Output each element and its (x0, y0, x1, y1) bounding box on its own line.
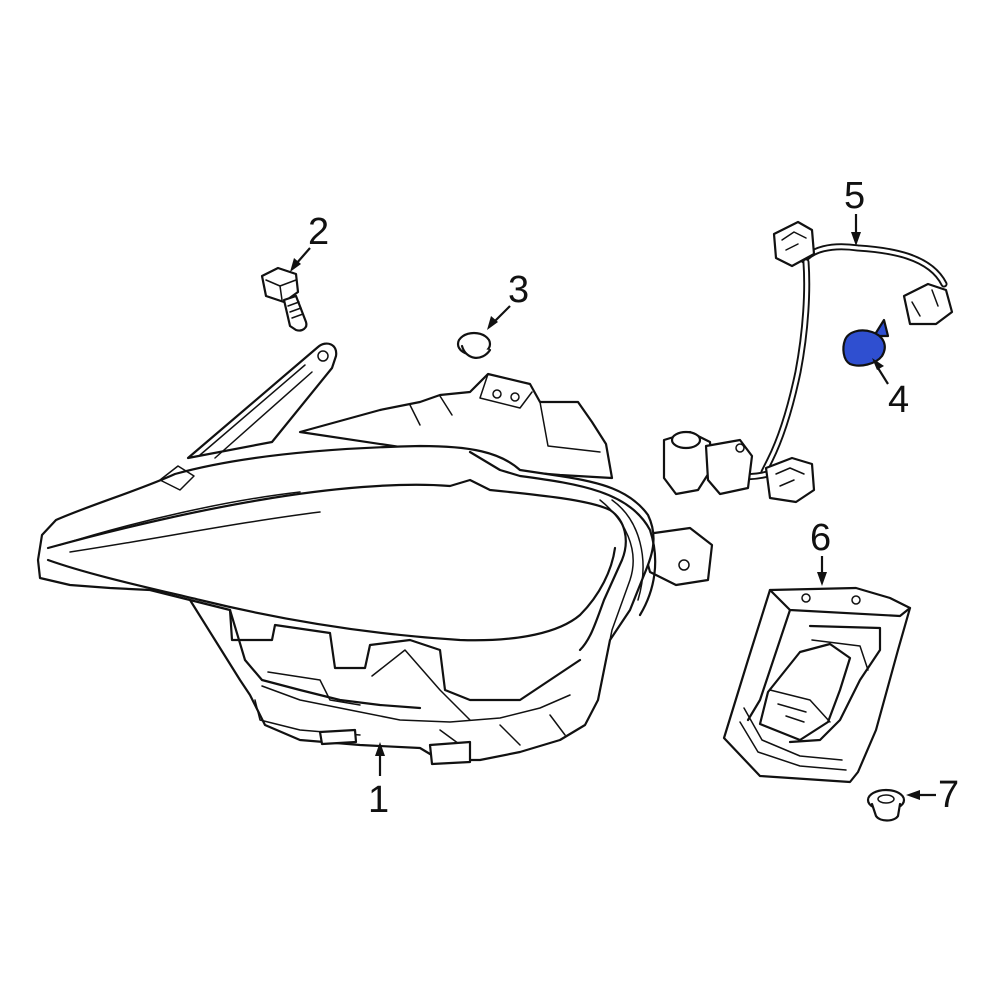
callout-number-6: 6 (810, 517, 831, 559)
highlighted-bulb-socket[interactable] (842, 318, 890, 367)
wiring-harness[interactable] (662, 220, 954, 504)
callout-2: 2 (290, 211, 329, 272)
callout-number-7: 7 (938, 774, 959, 816)
grommet-cap[interactable] (456, 331, 492, 359)
callout-number-1: 1 (368, 779, 389, 821)
callout-7: 7 (906, 774, 959, 816)
headlamp-assembly[interactable] (36, 342, 714, 766)
bolt[interactable] (260, 266, 308, 332)
callout-number-5: 5 (844, 175, 865, 217)
callout-6: 6 (810, 517, 831, 586)
callout-4: 4 (872, 358, 909, 421)
callout-number-2: 2 (308, 211, 329, 253)
callout-3: 3 (487, 269, 529, 330)
nut[interactable] (866, 788, 906, 822)
callout-1: 1 (368, 742, 389, 821)
callout-number-3: 3 (508, 269, 529, 311)
callout-number-4: 4 (888, 379, 909, 421)
callout-5: 5 (844, 175, 865, 246)
control-module-bracket[interactable] (722, 586, 912, 784)
